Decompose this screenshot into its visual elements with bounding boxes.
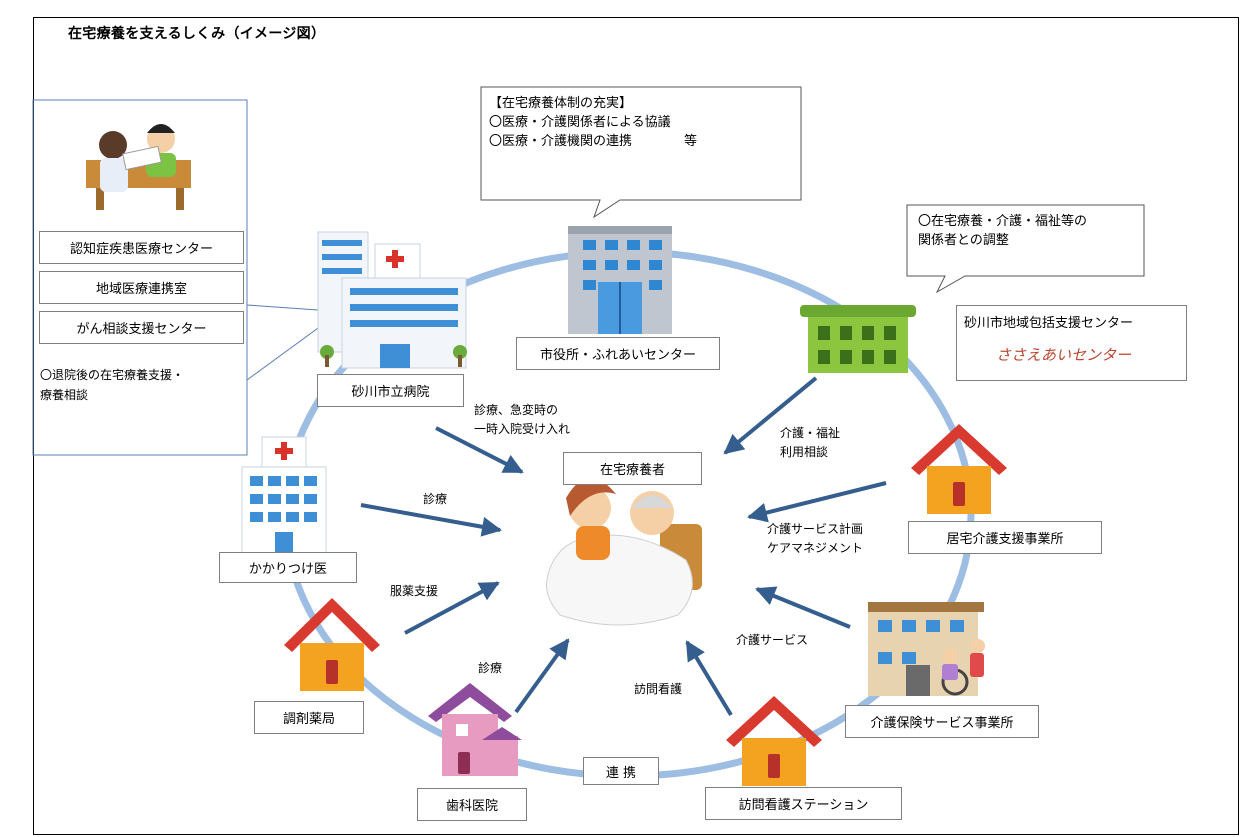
pharmacy-label: 調剤薬局 — [254, 701, 364, 734]
care-support-arrow-label-1: 介護サービス計画 — [767, 522, 864, 536]
care-service-label: 介護保険サービス事業所 — [845, 705, 1039, 738]
hospital-panel-connector — [246, 304, 319, 311]
cancer-consultation-box: がん相談支援センター — [39, 311, 244, 344]
family-doctor-label: かかりつけ医 — [219, 552, 357, 583]
callout-top-heading: 【在宅療養体制の充実】 — [489, 96, 633, 111]
callout-right-bubble — [906, 204, 1145, 294]
family-doctor-arrow-label: 診療 — [423, 492, 448, 506]
hospital-arrow-label-1: 診療、急変時の — [474, 403, 559, 417]
care-service-arrow-label: 介護サービス — [736, 633, 809, 647]
hospital-arrow-label-2: 一時入院受け入れ — [474, 422, 571, 436]
comprehensive-arrow-label-1: 介護・福祉 — [780, 426, 841, 440]
city-office-building — [568, 226, 672, 334]
arrow-care-service — [755, 586, 851, 629]
center-logo: ささえあいセンター — [996, 346, 1132, 364]
callout-top-bubble — [480, 86, 802, 219]
arrow-family-doctor — [360, 503, 502, 537]
comprehensive-center-box — [956, 305, 1187, 381]
house-care-support — [911, 424, 1007, 514]
callout-right-line2: 関係者との調整 — [918, 233, 1009, 248]
consultation-illustration — [86, 124, 191, 210]
comprehensive-center-label: 砂川市地域包括支援センター — [964, 316, 1134, 331]
house-nursing-station — [726, 696, 822, 786]
house-pharmacy — [284, 598, 380, 691]
dementia-center-box: 認知症疾患医療センター — [39, 231, 244, 264]
hospital-note-line1: 〇退院後の在宅療養支援・ — [40, 368, 185, 382]
page-title: 在宅療養を支えるしくみ（イメージ図） — [68, 26, 326, 42]
dental-arrow-label: 診療 — [478, 661, 503, 675]
comprehensive-arrow-label-2: 利用相談 — [780, 445, 829, 459]
home-patient-illustration — [546, 477, 702, 626]
arrow-dental — [514, 638, 570, 714]
callout-top-line2: 〇医療・介護機関の連携 等 — [489, 134, 698, 149]
arrow-pharmacy — [404, 581, 500, 635]
hospital-label: 砂川市立病院 — [317, 374, 464, 407]
nursing-station-label: 訪問看護ステーション — [705, 787, 902, 820]
pharmacy-arrow-label: 服薬支援 — [390, 584, 439, 598]
arrow-nursing — [685, 640, 733, 717]
clinic-building — [241, 436, 327, 554]
arrow-care-support — [747, 481, 887, 523]
ring-link-label: 連 携 — [583, 757, 659, 785]
dental-clinic-building — [428, 683, 522, 776]
arrow-hospital — [435, 426, 524, 474]
green-building — [800, 305, 916, 373]
regional-liaison-box: 地域医療連携室 — [39, 271, 244, 304]
dental-label: 歯科医院 — [417, 788, 527, 821]
city-office-label: 市役所・ふれあいセンター — [516, 337, 720, 370]
callout-top-line1: 〇医療・介護関係者による協議 — [489, 115, 671, 130]
hospital-panel — [32, 99, 248, 456]
callout-right-line1: 〇在宅療養・介護・福祉等の — [918, 214, 1088, 229]
center-label: 在宅療養者 — [563, 452, 702, 485]
care-support-arrow-label-2: ケアマネジメント — [767, 541, 864, 555]
nursing-arrow-label: 訪問看護 — [634, 682, 683, 696]
hospital-building — [317, 231, 467, 369]
care-facility-building — [868, 602, 985, 696]
arrow-comprehensive — [723, 376, 818, 455]
hospital-note-line2: 療養相談 — [40, 388, 89, 402]
care-support-label: 居宅介護支援事業所 — [908, 521, 1102, 554]
